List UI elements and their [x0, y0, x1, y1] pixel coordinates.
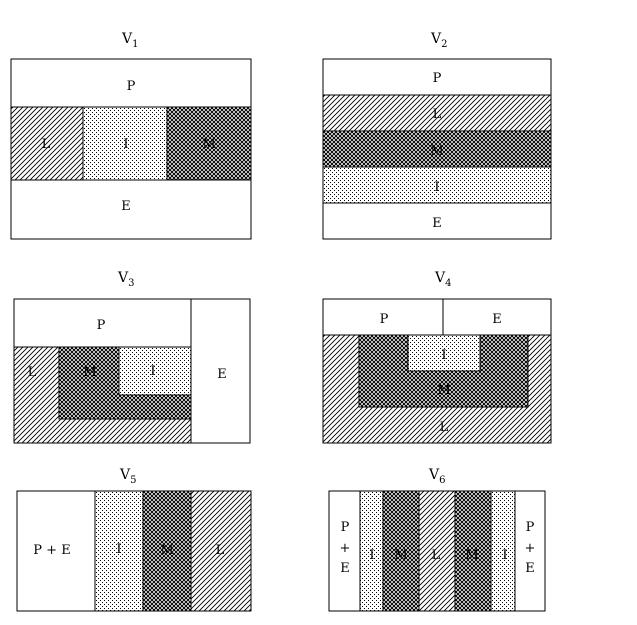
diagram-v4-title: V4: [434, 270, 452, 289]
label-m: M: [430, 144, 443, 159]
region-p-plus-e: [16, 490, 96, 612]
region-m-right: [454, 490, 492, 612]
diagram-v4: V4 P E I M L: [322, 270, 552, 444]
label-i-right: I: [502, 548, 507, 563]
label-e: E: [121, 199, 131, 214]
diagram-v3-title: V3: [117, 270, 135, 289]
label-plus-right: +: [525, 541, 536, 556]
region-e: [190, 298, 251, 444]
label-p: P: [127, 79, 136, 94]
label-i: I: [150, 364, 155, 379]
label-e-left: E: [340, 561, 350, 576]
region-e: [442, 298, 552, 336]
label-p: P: [97, 318, 106, 333]
diagram-v2: V2 P L M I E: [322, 31, 552, 240]
label-e: E: [492, 312, 502, 327]
label-p-left: P: [341, 520, 350, 535]
region-m: [142, 490, 192, 612]
label-m-right: M: [465, 548, 478, 563]
region-i: [407, 334, 481, 372]
region-p: [322, 58, 552, 96]
label-m: M: [202, 137, 215, 152]
diagram-v1: V1 P L I M E: [10, 31, 252, 240]
region-l: [418, 490, 456, 612]
label-l: L: [28, 365, 37, 380]
diagram-v6: V6 P + E I M L M I P + E: [328, 467, 546, 612]
label-i: I: [441, 348, 446, 363]
label-plus-left: +: [340, 541, 351, 556]
label-p-plus-e: P + E: [33, 543, 70, 558]
region-p: [10, 58, 252, 108]
label-i: I: [116, 542, 121, 557]
diagram-v6-title: V6: [428, 467, 446, 486]
label-i-left: I: [369, 548, 374, 563]
label-l: L: [216, 543, 225, 558]
label-l: L: [440, 420, 449, 435]
region-i: [82, 106, 168, 181]
label-e: E: [217, 367, 227, 382]
label-p-right: P: [526, 520, 535, 535]
region-m: [166, 106, 252, 181]
label-m: M: [437, 383, 450, 398]
region-l: [10, 106, 84, 181]
label-i: I: [434, 180, 439, 195]
label-m-left: M: [394, 548, 407, 563]
label-l: L: [42, 137, 51, 152]
diagram-v5: V5 P + E I M L: [16, 467, 252, 612]
diagram-v2-title: V2: [430, 31, 448, 50]
region-l: [190, 490, 252, 612]
label-l: L: [432, 548, 441, 563]
region-p-plus-e-right: [514, 490, 546, 612]
label-p: P: [380, 312, 389, 327]
diagram-v5-title: V5: [119, 467, 137, 486]
region-p: [13, 298, 192, 348]
label-e-right: E: [525, 561, 535, 576]
region-i: [94, 490, 144, 612]
region-p-plus-e-left: [328, 490, 361, 612]
region-i-right: [490, 490, 516, 612]
region-p: [322, 298, 444, 336]
region-i: [118, 346, 192, 396]
label-l: L: [433, 107, 442, 122]
label-m: M: [160, 543, 173, 558]
diagram-v3: V3 P L M I E: [13, 270, 251, 444]
label-e: E: [432, 216, 442, 231]
region-e: [322, 202, 552, 240]
region-e: [10, 179, 252, 240]
label-m: M: [83, 365, 96, 380]
region-m-left: [382, 490, 420, 612]
label-p: P: [433, 71, 442, 86]
region-m: [322, 130, 552, 168]
diagram-v1-title: V1: [121, 31, 139, 50]
label-i: I: [123, 137, 128, 152]
